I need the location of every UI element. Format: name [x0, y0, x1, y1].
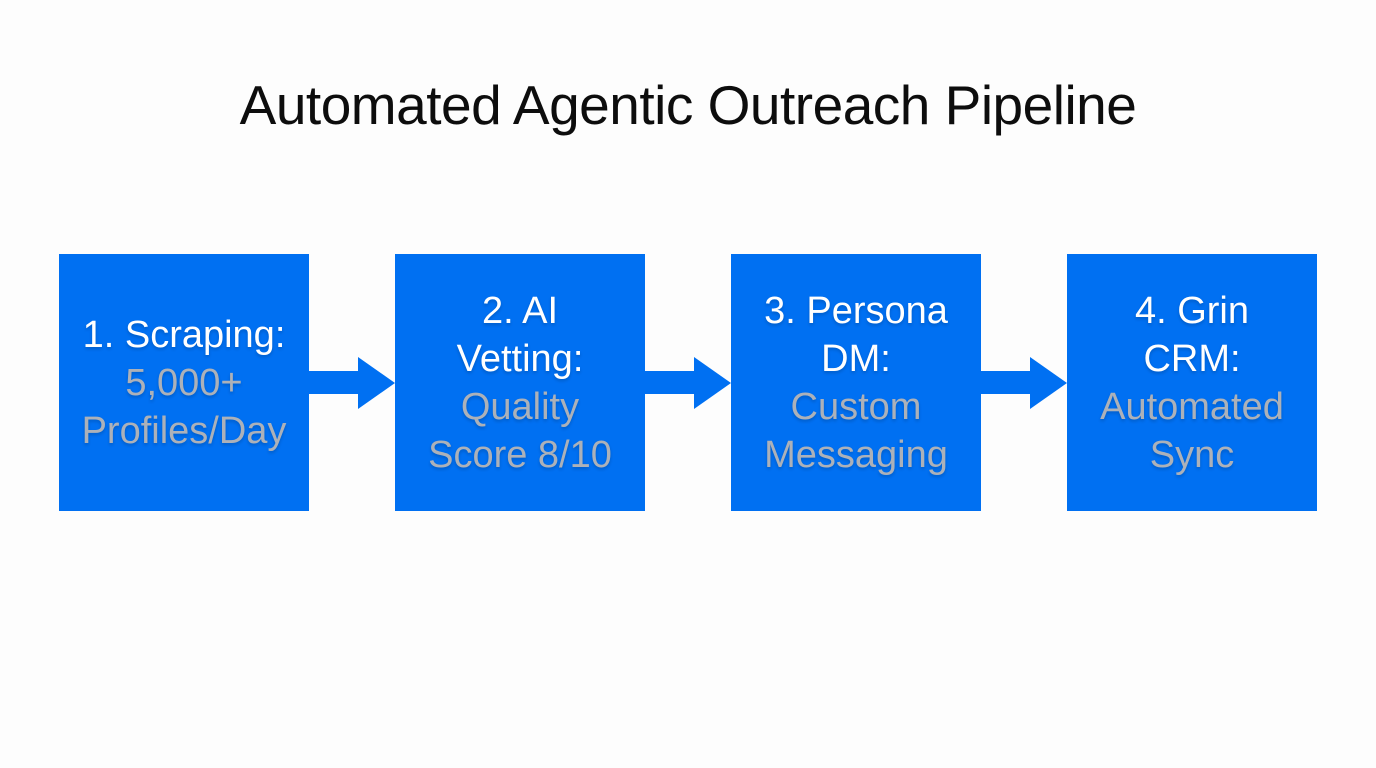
pipeline-step-scraping: 1. Scraping: 5,000+ Profiles/Day [59, 254, 309, 511]
step-detail: Automated Sync [1100, 385, 1284, 476]
arrow-shaft [645, 371, 694, 394]
right-arrow-icon [309, 356, 395, 409]
arrow-head [694, 356, 731, 409]
page-title: Automated Agentic Outreach Pipeline [239, 74, 1137, 136]
right-arrow-icon [645, 356, 731, 409]
arrow-shaft [981, 371, 1030, 394]
pipeline-step-grin-crm: 4. Grin CRM: Automated Sync [1067, 254, 1317, 511]
step-detail: 5,000+ Profiles/Day [81, 361, 287, 452]
step-label: 1. Scraping: [82, 313, 286, 356]
arrow-head [358, 356, 395, 409]
right-arrow-icon [981, 356, 1067, 409]
step-detail: Quality Score 8/10 [428, 385, 612, 476]
step-label: 4. Grin CRM: [1134, 289, 1250, 380]
step-detail: Custom Messaging [764, 385, 948, 476]
step-label: 3. Persona DM: [764, 289, 948, 380]
step-label: 2. AI Vetting: [456, 289, 584, 380]
arrow-head [1030, 356, 1067, 409]
pipeline-flow: 1. Scraping: 5,000+ Profiles/Day 2. AI V… [59, 254, 1317, 511]
pipeline-step-persona-dm: 3. Persona DM: Custom Messaging [731, 254, 981, 511]
arrow-shaft [309, 371, 358, 394]
pipeline-step-ai-vetting: 2. AI Vetting: Quality Score 8/10 [395, 254, 645, 511]
